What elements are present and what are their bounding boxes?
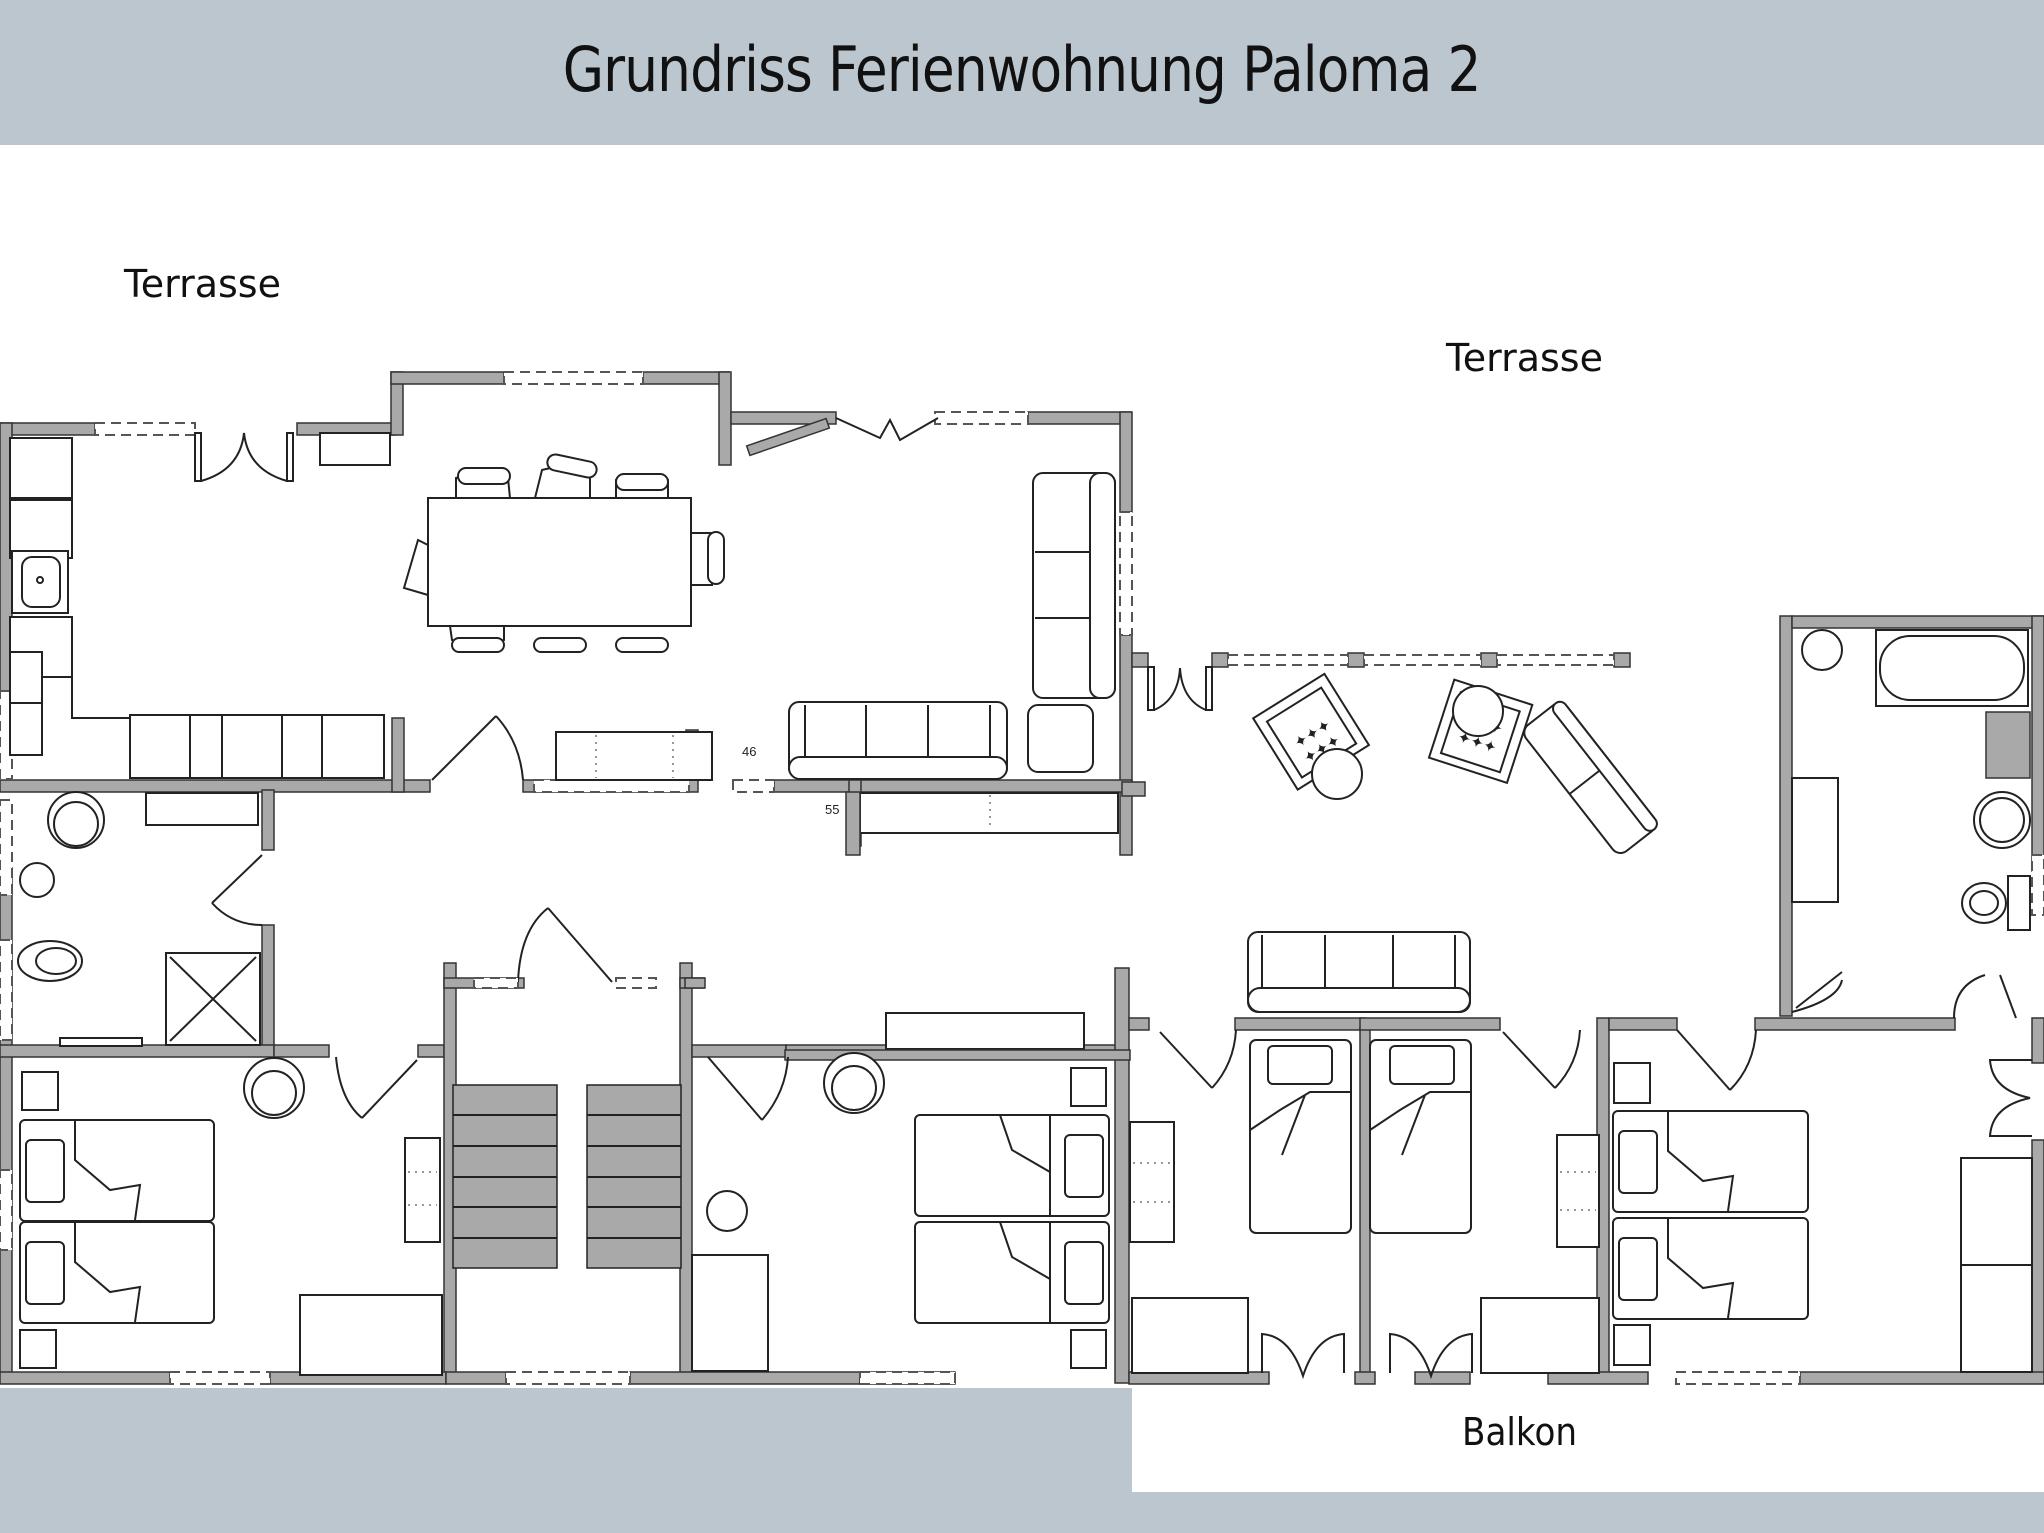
bedroom-2 [691,1012,1131,1372]
bedroom-4 [1369,1029,1600,1380]
bathroom-left [17,791,263,1047]
terrace-label-right: Terrasse [1446,336,1603,380]
living-room-sofas [555,472,1119,856]
lounge-furniture: ✦✦✦ ✦✦✦ ✦✦✦ ✦✦✦ [1147,666,1658,1013]
windows-bottom [0,799,1801,1385]
page-title: Grundriss Ferienwohnung Paloma 2 [563,33,1482,106]
terrace-label-left: Terrasse [124,262,281,306]
bedroom-5 [1612,1029,2033,1373]
kitchen-counter [9,432,391,779]
living-doors [431,417,939,781]
balcony-area [1132,1388,2044,1492]
walls-bath-left [0,789,275,1058]
bedroom-1 [19,1056,443,1376]
windows-lounge [1227,654,2044,916]
balcony-label: Balkon [1462,1410,1578,1454]
dimension-55: 55 [825,802,840,817]
dimension-46: 46 [742,744,757,759]
kitchen-french-door [194,432,294,482]
windows-upper [0,371,1133,793]
title-bar: Grundriss Ferienwohnung Paloma 2 [0,0,2044,145]
dining-table [402,453,725,653]
walls-lounge [1131,615,2044,1017]
staircase [452,907,682,1269]
bathroom-right [1791,629,2031,1019]
bedroom-3 [1129,1029,1352,1380]
